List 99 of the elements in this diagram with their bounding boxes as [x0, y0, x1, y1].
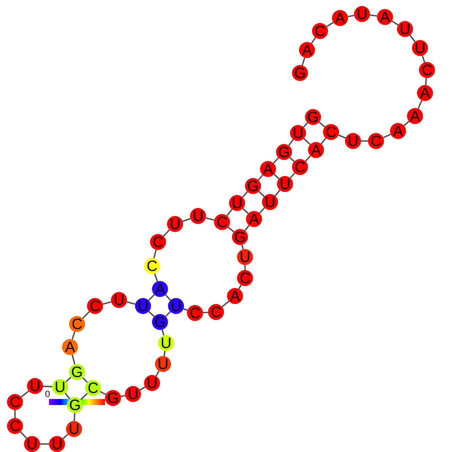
nucleotide-circle: C	[368, 133, 384, 149]
nucleotide-circle: U	[27, 378, 43, 394]
nucleotide-circle: G	[232, 229, 248, 245]
nucleotide-circle: C	[7, 418, 23, 434]
connector-line	[126, 301, 136, 305]
connector-line	[120, 394, 126, 398]
nucleotide-circle: G	[69, 364, 85, 380]
connector-line	[238, 284, 242, 290]
connector-line	[338, 134, 346, 139]
nucleotide-circle: C	[323, 124, 339, 140]
nucleotide-circle: A	[417, 85, 433, 101]
nucleotide-circle: G	[292, 65, 308, 81]
nucleotide-circle: U	[158, 335, 174, 351]
nucleotide-circle: A	[299, 42, 315, 58]
connector-line	[326, 22, 334, 28]
nucleotide-circle: A	[407, 108, 423, 124]
connector-line	[74, 412, 76, 422]
connector-line	[318, 122, 326, 128]
connector-line	[20, 390, 30, 398]
nucleotide-circle: U	[111, 292, 127, 308]
connector-line	[82, 311, 90, 319]
nucleotide-circle: U	[155, 356, 171, 372]
nucleotide-circle: U	[49, 436, 65, 452]
connector-line	[153, 250, 157, 258]
nucleotide-circle: C	[85, 380, 101, 396]
nucleotide-circle: U	[66, 421, 82, 437]
connector-line	[154, 273, 158, 282]
nucleotide-circle: U	[52, 379, 68, 395]
nucleotide-circle: C	[292, 159, 308, 175]
connector-line	[418, 100, 422, 109]
connector-line	[383, 134, 391, 138]
nucleotide-circle: G	[105, 390, 121, 406]
connector-line	[320, 138, 326, 144]
nucleotide-circle: U	[412, 40, 428, 56]
nucleotide-circle: C	[144, 258, 160, 274]
nucleotide-circle: U	[144, 375, 160, 391]
nucleotide-circle: U	[397, 21, 413, 37]
connector-line	[226, 208, 233, 216]
nucleotide-circle: U	[135, 298, 151, 314]
connector-line	[163, 350, 166, 356]
nucleotide-circle: U	[290, 125, 306, 141]
connector-line	[302, 58, 306, 66]
connector-line	[274, 174, 280, 180]
nucleotide-circle: G	[152, 314, 168, 330]
connector-line	[425, 78, 427, 86]
nucleotide-circle: A	[260, 161, 276, 177]
connector-line	[140, 386, 146, 391]
nucleotide-circle: A	[332, 10, 348, 26]
connector-line	[228, 226, 234, 232]
nucleotide-circle: U	[237, 249, 253, 265]
nucleotide-circle: A	[152, 281, 168, 297]
connector-line	[42, 386, 52, 388]
connector-line	[409, 34, 416, 42]
nucleotide-circle: A	[377, 9, 393, 25]
connector-line	[72, 332, 76, 340]
connector-line	[100, 391, 106, 395]
connector-line	[370, 14, 378, 17]
nucleotide-circle: U	[345, 133, 361, 149]
nucleotide-circle: C	[208, 304, 224, 320]
connector-line	[72, 354, 76, 364]
connector-line	[310, 37, 316, 44]
nucleotide-circle: C	[87, 298, 103, 314]
connector-line	[102, 301, 112, 305]
nucleotide-circle: A	[62, 339, 78, 355]
connector-line	[162, 330, 164, 336]
connector-line	[182, 218, 191, 222]
scale-value: 0	[45, 389, 50, 399]
nucleotide-circle: C	[7, 394, 23, 410]
nucleotide-circle: U	[168, 298, 184, 314]
connector-line	[422, 55, 426, 63]
nucleotide-circle: A	[390, 123, 406, 139]
nucleotide-circle: C	[69, 316, 85, 332]
nucleotide-circle: U	[229, 195, 245, 211]
nucleotide-circle: A	[227, 288, 243, 304]
nucleotide-circle: U	[24, 436, 40, 452]
nucleotide-circle: A	[308, 142, 324, 158]
nucleotide-circle: A	[246, 211, 262, 227]
nucleotide-circle: G	[67, 397, 83, 413]
nucleotide-circle: C	[237, 270, 253, 286]
nucleotide-circle: C	[187, 305, 203, 321]
connector-line	[222, 300, 230, 308]
connector-line	[155, 370, 160, 376]
nucleotide-circle: U	[125, 386, 141, 402]
connector-line	[206, 217, 214, 221]
nucleotide-circle: G	[276, 144, 292, 160]
nucleotide-circle: C	[312, 23, 328, 39]
nucleotide-circle: C	[150, 234, 166, 250]
connector-line	[348, 14, 354, 18]
nucleotide-circle: G	[245, 178, 261, 194]
connector-line	[274, 190, 280, 196]
connector-line	[64, 392, 70, 400]
nucleotide-circle: U	[262, 194, 278, 210]
nucleotide-circle: U	[190, 208, 206, 224]
nucleotide-circle: C	[419, 62, 435, 78]
nucleotide-circle: U	[354, 6, 370, 22]
nucleotide-circle: U	[277, 176, 293, 192]
nucleotide-circle: G	[305, 109, 321, 125]
nucleotide-circle: C	[214, 214, 230, 230]
nucleotide-circle: U	[167, 216, 183, 232]
